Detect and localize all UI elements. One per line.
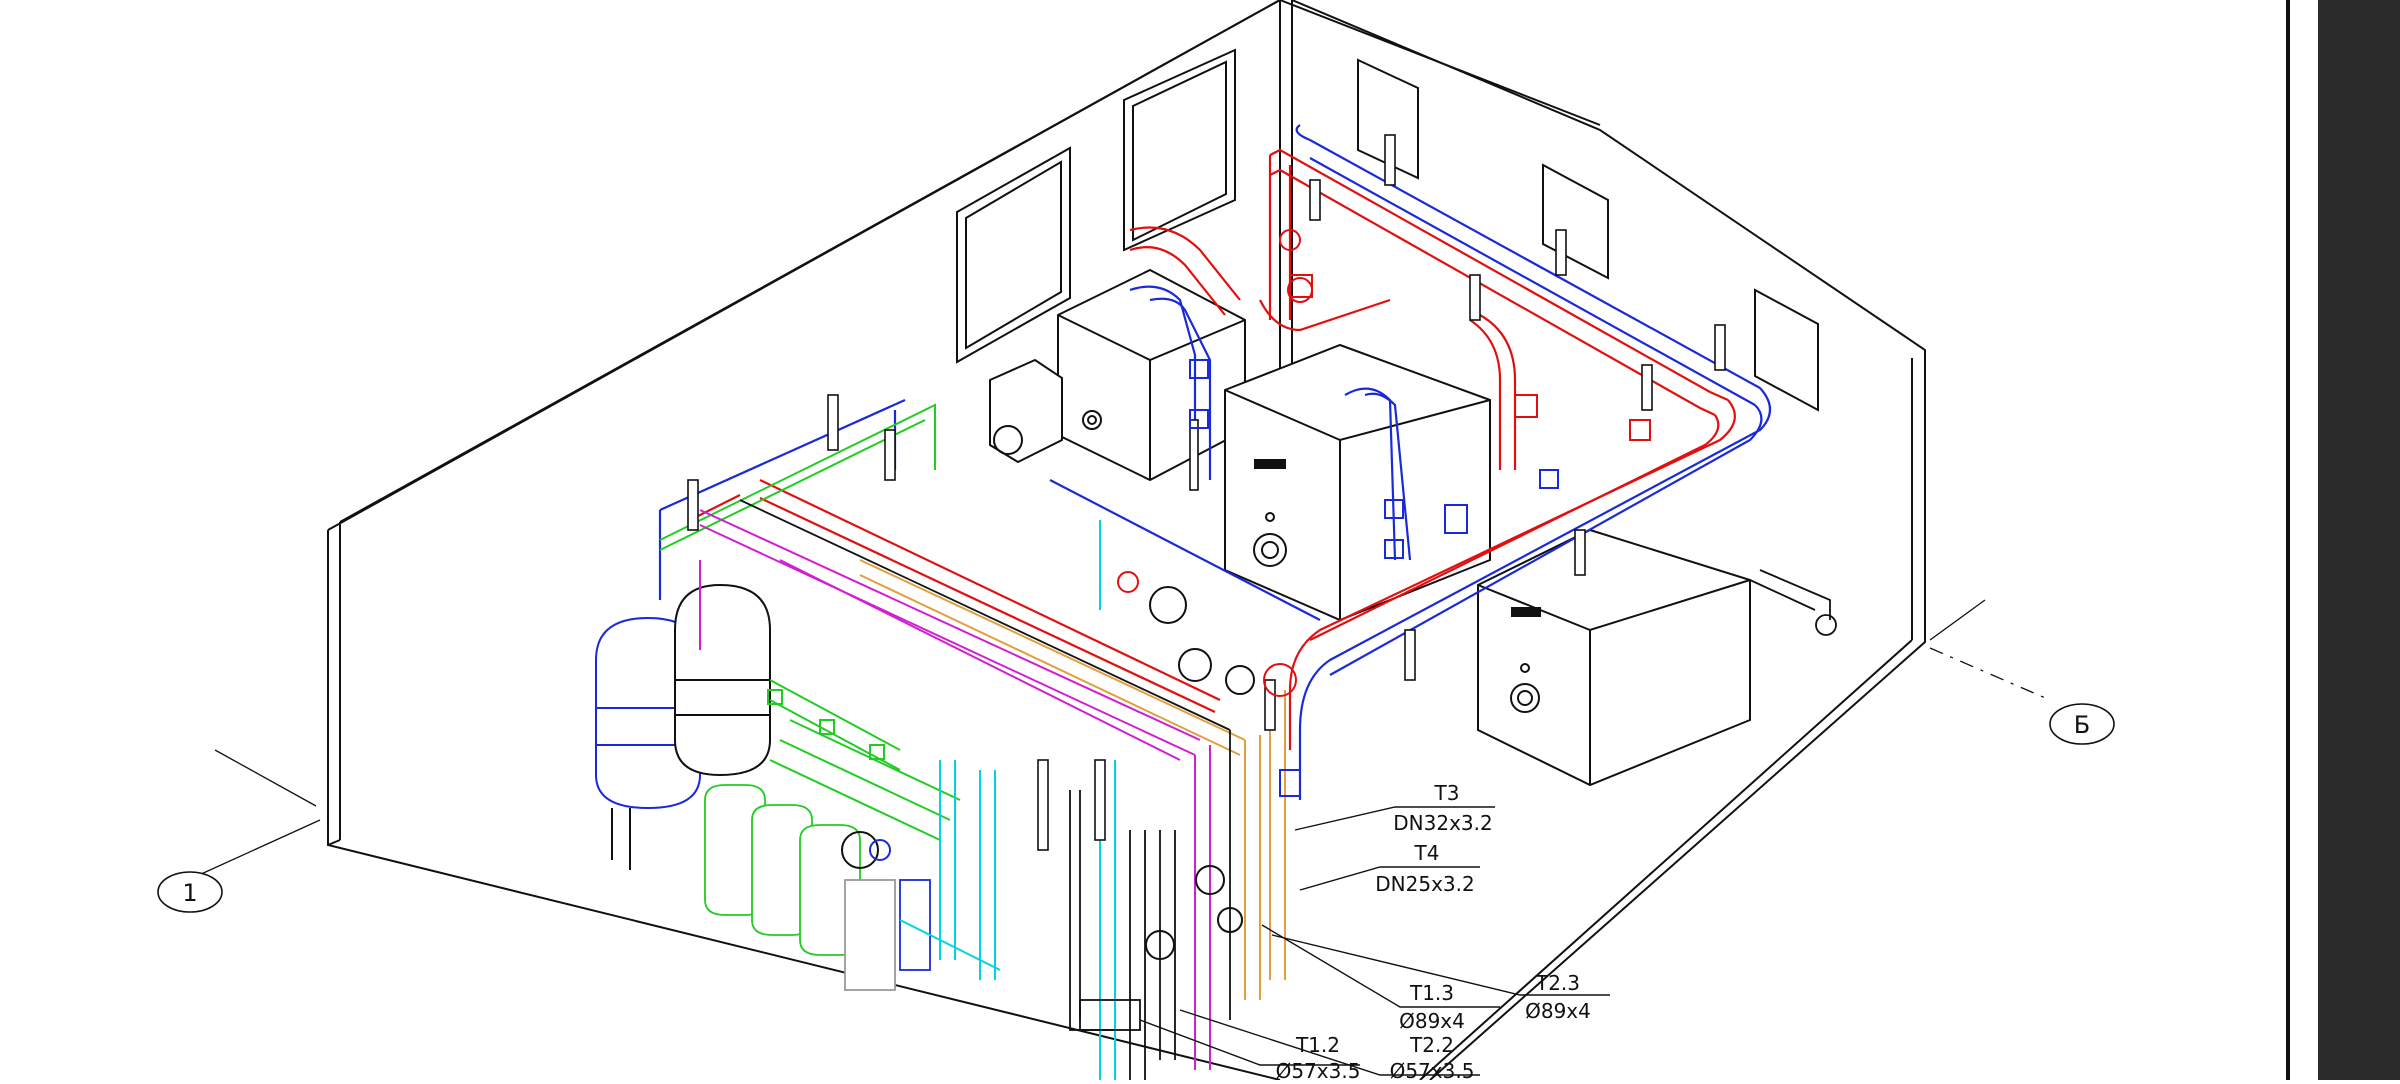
cyan-pipework bbox=[899, 520, 1116, 1080]
valves-and-fittings bbox=[841, 229, 1651, 960]
magenta-pipework bbox=[699, 509, 1211, 1070]
expansion-tanks bbox=[595, 583, 771, 870]
pipe-label-leaders bbox=[1139, 806, 1610, 1076]
pipe-label-t3-size: DN32x3.2 bbox=[1393, 811, 1492, 835]
pipe-label-t13-size: Ø89x4 bbox=[1399, 1009, 1465, 1033]
windows bbox=[956, 48, 1819, 412]
supply-pipework bbox=[689, 148, 1736, 750]
pipe-label-t4-size: DN25x3.2 bbox=[1375, 872, 1474, 896]
neutral-pipework bbox=[739, 499, 1837, 1080]
axis-marker-b: Б bbox=[2049, 703, 2115, 745]
pipe-label-t22-name: T2.2 bbox=[1409, 1033, 1454, 1057]
boilers bbox=[989, 268, 1751, 787]
dark-side-panel bbox=[2318, 0, 2400, 1080]
viewer-gutter bbox=[2290, 0, 2318, 1080]
pipe-labels: T3 DN32x3.2 T4 DN25x3.2 T1.3 Ø89x4 T2.3 … bbox=[1276, 781, 1591, 1083]
pipe-label-t22-size: Ø57x3.5 bbox=[1390, 1059, 1475, 1080]
pipe-label-t13-name: T1.3 bbox=[1409, 981, 1454, 1005]
axis-marker-1: 1 bbox=[157, 871, 223, 913]
pipe-label-t4-name: T4 bbox=[1414, 841, 1440, 865]
pipe-supports bbox=[687, 134, 1726, 851]
pipe-label-t12-size: Ø57x3.5 bbox=[1276, 1059, 1361, 1080]
viewer-border bbox=[2286, 0, 2290, 1080]
axis-label-1: 1 bbox=[182, 879, 197, 907]
return-pipework bbox=[658, 124, 1772, 800]
room-walls bbox=[327, 0, 1926, 1081]
pipe-label-t23-size: Ø89x4 bbox=[1525, 999, 1591, 1023]
pipe-label-t3-name: T3 bbox=[1434, 781, 1460, 805]
green-pipework bbox=[659, 403, 961, 841]
orange-pipework bbox=[859, 559, 1286, 1000]
pipe-label-t23-name: T2.3 bbox=[1535, 971, 1580, 995]
isometric-boiler-room-drawing: 1 Б T3 DN32x3.2 T4 DN25x3.2 T1.3 Ø89x4 T… bbox=[157, 0, 2115, 1083]
cad-drawing-canvas[interactable]: 1 Б T3 DN32x3.2 T4 DN25x3.2 T1.3 Ø89x4 T… bbox=[0, 0, 2286, 1083]
water-treatment-vessels bbox=[704, 784, 931, 991]
pipe-label-t12-name: T1.2 bbox=[1295, 1033, 1340, 1057]
axis-label-b: Б bbox=[2074, 711, 2090, 739]
grid-axis-lines bbox=[198, 599, 2051, 876]
